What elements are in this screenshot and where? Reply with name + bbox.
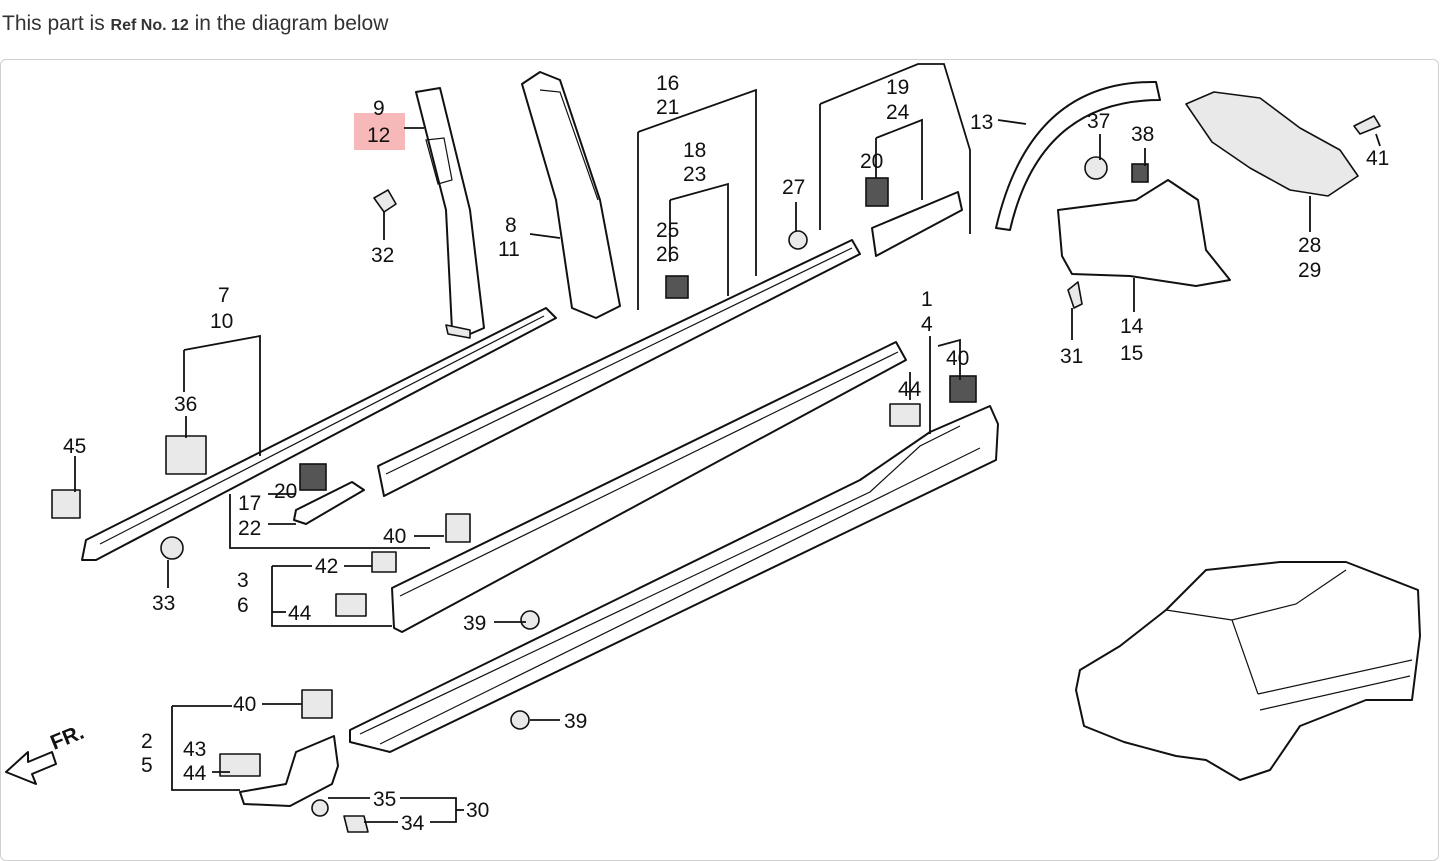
ref-label-40: 40 (383, 525, 406, 548)
ref-label-19: 19 (886, 76, 909, 99)
ref-label-27: 27 (782, 176, 805, 199)
clip-45[interactable] (51, 489, 81, 519)
part-pillar-8[interactable] (521, 71, 621, 319)
part-mud-guard-14[interactable] (1057, 179, 1231, 287)
ref-label-13: 13 (970, 111, 993, 134)
ref-label-36: 36 (174, 393, 197, 416)
ref-label-25: 25 (656, 219, 679, 242)
part-splash-panel-28[interactable] (1185, 91, 1359, 197)
intro-prefix: This part is (2, 12, 111, 35)
part-lower-sill-1[interactable] (349, 405, 999, 753)
part-door-molding-7[interactable] (81, 307, 557, 561)
ref-label-22: 22 (238, 517, 261, 540)
ref-label-3: 3 (237, 569, 249, 592)
ref-label-20b: 20 (274, 480, 297, 503)
ref-label-37: 37 (1087, 110, 1110, 133)
screw-41[interactable] (1353, 115, 1381, 135)
ref-label-41: 41 (1366, 147, 1389, 170)
fastener-27[interactable] (788, 230, 808, 250)
ref-label-16: 16 (656, 72, 679, 95)
fastener-39b[interactable] (510, 710, 530, 730)
leader-lines (74, 63, 1381, 823)
ref-label-42: 42 (315, 555, 338, 578)
part-arch-molding-13[interactable] (995, 80, 1161, 231)
part-sill-garnish-3[interactable] (391, 341, 907, 633)
ref-label-17: 17 (238, 492, 261, 515)
clip-44b[interactable] (889, 403, 921, 427)
ref-label-31: 31 (1060, 345, 1083, 368)
ref-label-32: 32 (371, 244, 394, 267)
ref-label-15: 15 (1120, 342, 1143, 365)
ref-label-23: 23 (683, 163, 706, 186)
part-molding-17[interactable] (293, 481, 365, 525)
ref-label-12: 12 (367, 124, 390, 147)
ref-label-6: 6 (237, 594, 249, 617)
part-pillar-garnish-12[interactable] (415, 87, 485, 339)
ref-label-39: 39 (463, 612, 486, 635)
clip-44c[interactable] (219, 753, 261, 777)
car-locator-image (1075, 561, 1421, 781)
intro-suffix: in the diagram below (188, 12, 389, 35)
ref-label-18: 18 (683, 139, 706, 162)
ref-label-44: 44 (288, 602, 312, 625)
screw-31[interactable] (1067, 281, 1083, 309)
ref-label-40c: 40 (233, 693, 256, 716)
part-molding-16[interactable] (377, 239, 861, 497)
fastener-37[interactable] (1084, 156, 1108, 180)
ref-label-8: 8 (505, 214, 517, 237)
direction-label: FR. (47, 721, 87, 755)
ref-12-highlight (354, 113, 405, 150)
clip-42[interactable] (371, 551, 397, 573)
part-molding-19[interactable] (871, 191, 963, 257)
ref-label-7: 7 (218, 284, 230, 307)
ref-label-30: 30 (466, 799, 489, 822)
clip-40a[interactable] (445, 513, 471, 543)
ref-label-11: 11 (498, 238, 520, 261)
ref-label-28: 28 (1298, 234, 1321, 257)
fastener-39a[interactable] (520, 610, 540, 630)
ref-label-9: 9 (373, 97, 385, 120)
clip-20a[interactable] (865, 177, 889, 207)
ref-label-38: 38 (1131, 123, 1154, 146)
parts-diagram: FR. (5, 63, 1421, 835)
clip-40c[interactable] (301, 689, 333, 719)
ref-label-26: 26 (656, 243, 679, 266)
clip-44a[interactable] (335, 593, 367, 617)
fastener-32[interactable] (373, 189, 397, 213)
ref-label-20: 20 (860, 150, 883, 173)
ref-label-33: 33 (152, 592, 175, 615)
ref-label-39b: 39 (564, 710, 587, 733)
ref-label-4: 4 (921, 313, 933, 336)
clip-40b[interactable] (949, 375, 977, 403)
clip-26[interactable] (665, 275, 689, 299)
ref-label-34: 34 (401, 812, 425, 835)
ref-label-43: 43 (183, 738, 206, 761)
ref-label-44b: 44 (898, 378, 922, 401)
nut-35[interactable] (311, 799, 329, 817)
ref-label-29: 29 (1298, 259, 1321, 282)
screw-33[interactable] (160, 536, 184, 560)
reference-numbers: 9 12 32 8 11 16 21 18 23 25 26 27 19 24 … (63, 72, 1389, 835)
ref-label-2: 2 (141, 730, 153, 753)
clip-36[interactable] (165, 435, 207, 475)
ref-label-10: 10 (210, 310, 233, 333)
part-mud-flap-2[interactable] (239, 735, 339, 807)
ref-label-1: 1 (921, 288, 933, 311)
ref-label-24: 24 (886, 101, 910, 124)
ref-label-35: 35 (373, 788, 396, 811)
ref-label-45: 45 (63, 435, 86, 458)
nut-38[interactable] (1131, 163, 1149, 183)
ref-label-5: 5 (141, 754, 153, 777)
screw-34[interactable] (343, 815, 369, 833)
ref-label-40b: 40 (946, 347, 969, 370)
clip-20b[interactable] (299, 463, 327, 491)
ref-label-44c: 44 (183, 762, 207, 785)
intro-text: This part is Ref No. 12 in the diagram b… (2, 12, 388, 36)
ref-label-21: 21 (656, 96, 679, 119)
ref-number: Ref No. 12 (110, 17, 189, 34)
ref-label-14: 14 (1120, 315, 1144, 338)
front-direction-arrow: FR. (5, 721, 87, 785)
